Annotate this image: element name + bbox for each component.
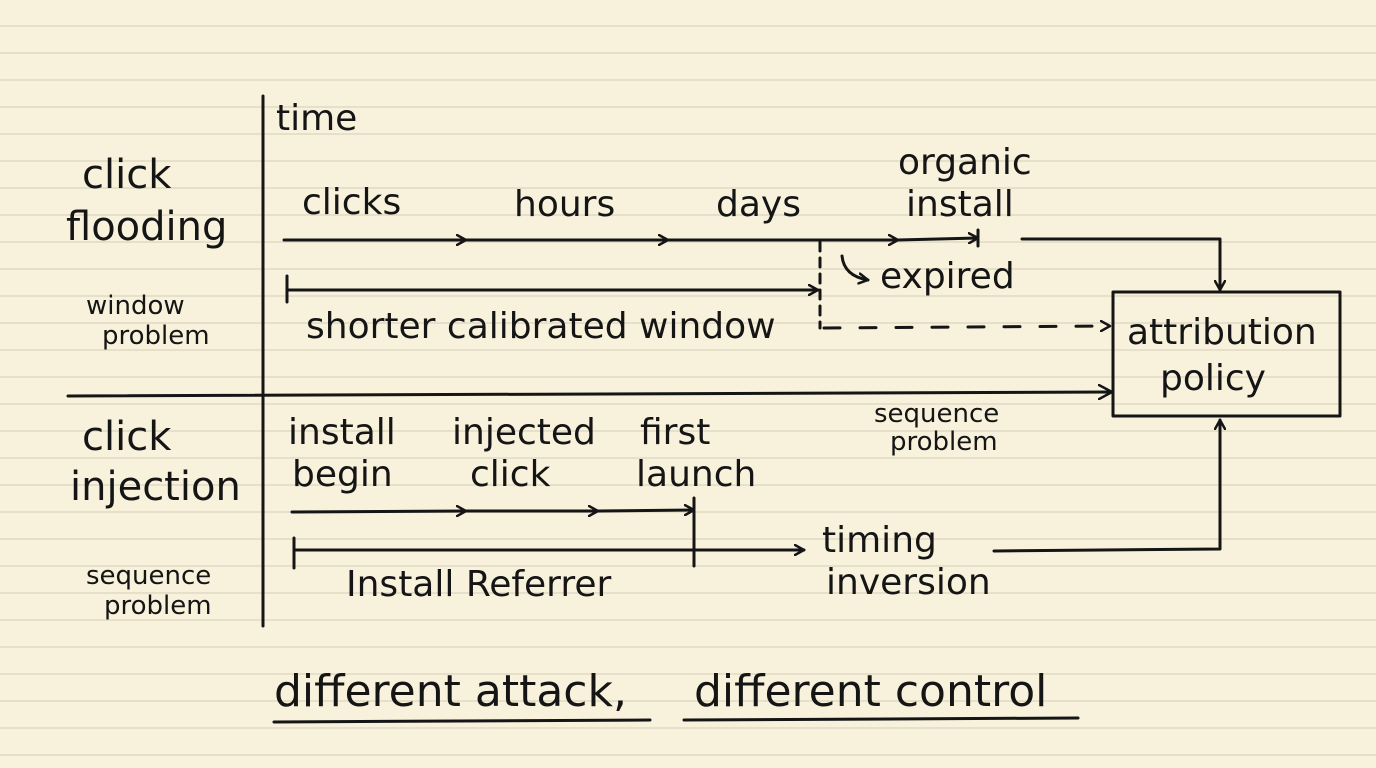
caption-right-underline <box>682 716 1080 722</box>
install-begin-label-line2: begin <box>292 454 393 495</box>
timing-inversion-label-line1: timing <box>822 520 937 561</box>
sequence-problem-mid-line2: problem <box>890 427 998 457</box>
expired-hook-arrow <box>840 254 870 280</box>
timeline-segment-install <box>896 238 980 240</box>
days-label: days <box>716 184 801 225</box>
click-flooding-label-line2: flooding <box>66 204 227 250</box>
injection-segment-1 <box>290 511 468 512</box>
horizontal-divider <box>66 392 1114 396</box>
time-label: time <box>276 98 357 139</box>
install-referrer-label: Install Referrer <box>346 564 612 605</box>
shorter-window-label: shorter calibrated window <box>306 306 776 347</box>
first-launch-label-line2: launch <box>636 454 756 495</box>
flooding-to-policy-arrow <box>1020 237 1220 292</box>
injection-to-policy-arrow <box>992 418 1220 553</box>
window-problem-label-line2: problem <box>102 321 210 351</box>
injected-click-label-line1: injected <box>452 412 596 453</box>
organic-install-label-line2: install <box>906 184 1014 225</box>
caption-right: different control <box>694 666 1047 717</box>
window-problem-label-line1: window <box>86 291 185 321</box>
hours-label: hours <box>514 184 615 225</box>
sequence-problem-left-line2: problem <box>104 591 212 621</box>
clicks-label: clicks <box>302 182 401 223</box>
click-injection-label-line2: injection <box>70 464 241 510</box>
sequence-problem-left-line1: sequence <box>86 561 211 591</box>
install-begin-label-line1: install <box>288 412 396 453</box>
organic-install-label-line1: organic <box>898 142 1032 183</box>
click-injection-label-line1: click <box>82 414 172 460</box>
expired-dashed-arrow <box>822 326 1112 328</box>
attribution-policy-label-line1: attribution <box>1127 312 1317 353</box>
click-flooding-label-line1: click <box>82 152 172 198</box>
timing-inversion-label-line2: inversion <box>826 562 991 603</box>
caption-left: different attack, <box>274 666 627 717</box>
injection-segment-3 <box>596 510 696 511</box>
sequence-problem-mid-line1: sequence <box>874 399 999 429</box>
injected-click-label-line2: click <box>470 454 551 495</box>
attribution-policy-label-line2: policy <box>1160 358 1266 399</box>
attribution-policy-box <box>1111 290 1342 418</box>
caption-left-underline <box>272 718 652 724</box>
expired-label: expired <box>880 256 1015 297</box>
first-launch-label-line1: first <box>640 412 710 453</box>
